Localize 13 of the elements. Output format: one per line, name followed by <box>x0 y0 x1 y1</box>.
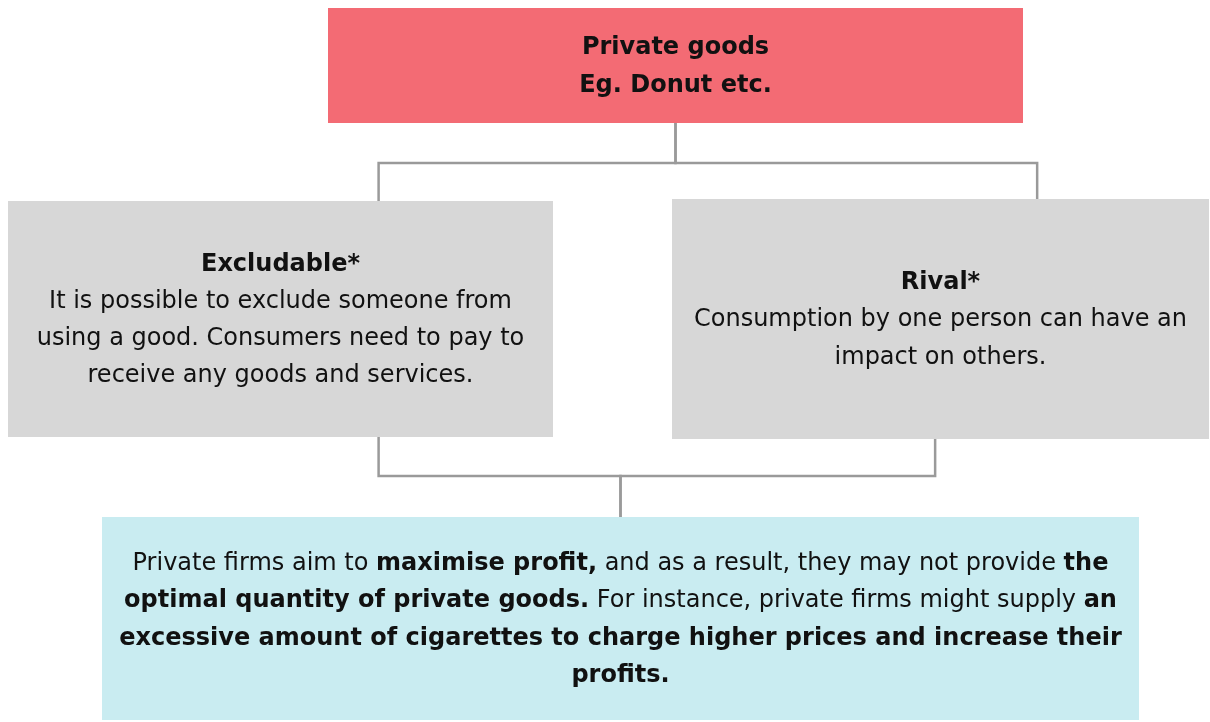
description-text: Private firms aim to maximise profit, and as a result, they may not provide the optimal quantity of private goods. For instance, private firms might supply an excessive amount of cigarettes to charge higher prices and increase their profits. <box>118 547 1123 690</box>
heading-text: Excludable* <box>201 247 360 279</box>
text-box <box>328 8 1023 123</box>
heading-text: Rival* <box>900 266 981 298</box>
text-box <box>672 199 1209 439</box>
example-text: Eg. Donut etc. <box>579 68 772 100</box>
connector-line <box>674 123 1039 199</box>
text-box <box>8 201 553 437</box>
connector-line <box>619 439 937 517</box>
heading-text: Private goods <box>581 31 770 63</box>
description-text: Consumption by one person can have an impact on others. <box>693 303 1188 372</box>
description-text: It is possible to exclude someone from using a good. Consumers need to pay to receive any goods and services. <box>35 284 526 391</box>
text-box <box>102 517 1139 720</box>
